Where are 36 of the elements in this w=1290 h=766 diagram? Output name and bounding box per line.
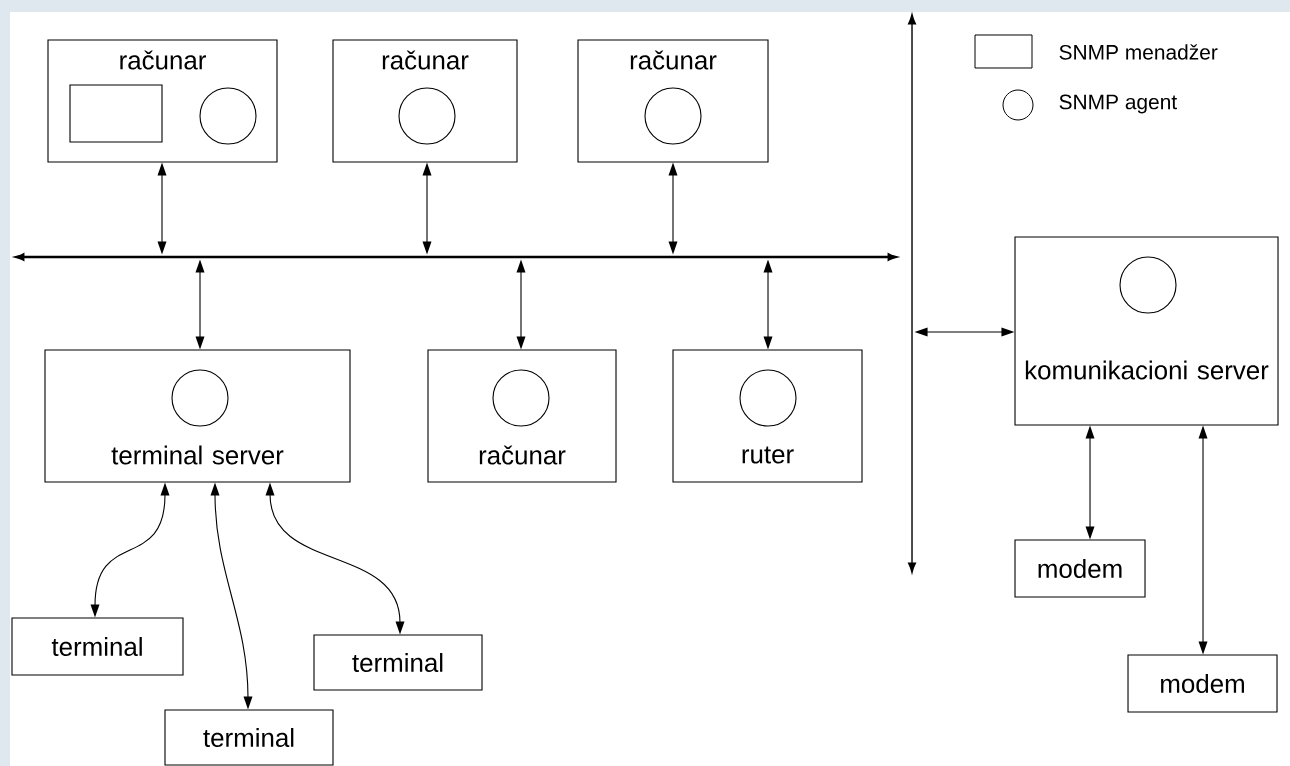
device-box: modem xyxy=(1127,654,1278,713)
arrow xyxy=(157,162,167,255)
arrow xyxy=(195,259,205,350)
arrow xyxy=(210,482,253,710)
arrow xyxy=(668,162,678,255)
legend-text: SNMP agent xyxy=(1059,94,1177,114)
agent-circle xyxy=(492,369,550,427)
manager-box xyxy=(69,84,163,143)
device-box: računar xyxy=(47,39,278,163)
device-box: terminal xyxy=(164,709,334,766)
arrow xyxy=(422,162,432,255)
arrow xyxy=(265,482,405,635)
arrow xyxy=(763,259,773,350)
agent-circle xyxy=(199,87,257,145)
device-box: terminal xyxy=(11,617,184,676)
arrow xyxy=(914,327,1015,337)
device-box: ruter xyxy=(672,349,863,483)
device-box: računar xyxy=(332,39,518,163)
device-box: računar xyxy=(427,349,617,483)
agent-circle xyxy=(398,87,456,145)
device-box: modem xyxy=(1014,539,1146,598)
arrow xyxy=(516,259,526,350)
network-bus xyxy=(907,13,917,574)
network-bus xyxy=(15,253,897,261)
agent-circle xyxy=(171,369,229,427)
agent-circle xyxy=(1119,256,1177,314)
device-box: komunikacioni server xyxy=(1014,236,1279,426)
arrow xyxy=(1198,425,1208,655)
agent-circle xyxy=(739,369,797,427)
device-box: računar xyxy=(577,39,769,163)
device-box: terminal xyxy=(313,634,483,691)
arrow xyxy=(1085,425,1095,540)
legend-text: SNMP menadžer xyxy=(1059,44,1218,60)
agent-circle xyxy=(644,87,702,145)
device-box: terminal server xyxy=(44,349,351,483)
arrow xyxy=(90,482,170,618)
